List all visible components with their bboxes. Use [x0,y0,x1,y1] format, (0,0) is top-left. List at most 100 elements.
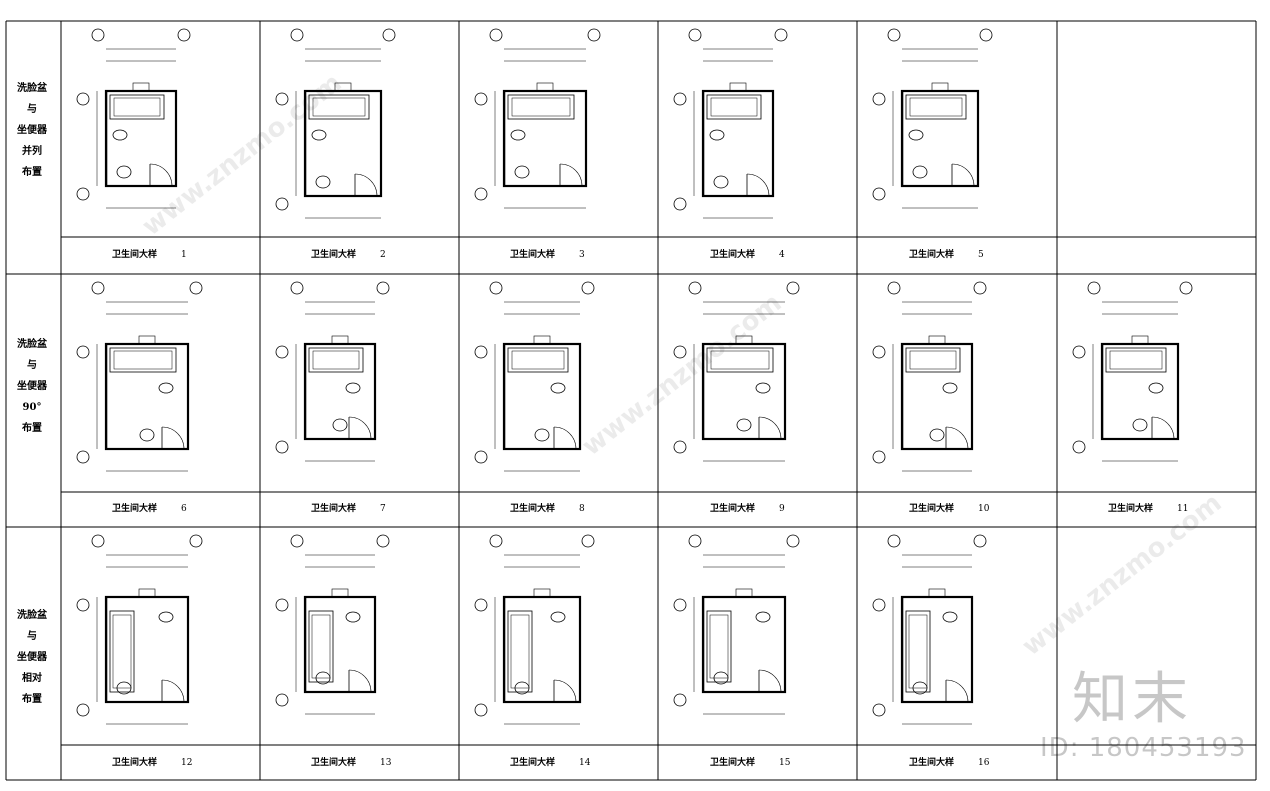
bathtub-inner [909,350,957,370]
wall [1100,342,1180,441]
door-swing [758,669,782,693]
axis-bubble [76,450,90,464]
bathtub-inner [112,614,132,689]
washbasin [332,418,348,432]
door-swing [758,416,782,440]
axis-bubble [474,345,488,359]
bathroom-plan [872,534,987,725]
axis-bubble [275,92,289,106]
wall [502,342,582,451]
axis-bubble [872,703,886,717]
washbasin [116,165,132,179]
axis-bubble [189,534,203,548]
axis-bubble [376,281,390,295]
axis-bubble [275,197,289,211]
axis-bubble [275,598,289,612]
watermark-id: ID: 180453193 [1040,733,1247,763]
door-swing [348,669,372,693]
axis-bubble [1179,281,1193,295]
vent [533,335,551,345]
axis-bubble [189,281,203,295]
door-swing [553,679,577,703]
bathtub-inner [710,97,758,117]
washbasin [1132,418,1148,432]
row-label-line: 并列 [22,146,42,157]
vent [331,335,349,345]
axis-bubble [275,693,289,707]
washbasin [713,671,729,685]
wall [303,342,377,441]
axis-bubble [290,281,304,295]
axis-bubble [275,345,289,359]
axis-bubble [474,187,488,201]
bathroom-plan [673,534,800,715]
bathtub-inner [510,614,530,689]
row-label-3: 洗脸盆 与 坐便器 相对 布置 [6,605,58,710]
bathtub-inner [511,97,571,117]
axis-bubble [76,598,90,612]
axis-bubble [474,598,488,612]
axis-bubble [887,28,901,42]
axis-bubble [376,534,390,548]
axis-bubble [489,28,503,42]
plans-layer [76,28,1193,725]
bathroom-plan [673,281,800,462]
bathtub-inner [1109,350,1163,370]
bathroom-plan [673,28,788,219]
axis-bubble [489,534,503,548]
axis-bubble [887,534,901,548]
axis-bubble [673,693,687,707]
bathtub [308,94,370,120]
bathtub-inner [113,350,173,370]
bathtub-inner [710,350,770,370]
vent [138,588,156,598]
washbasin [912,165,928,179]
bathroom-plan [872,28,993,209]
vent [331,588,349,598]
vent [138,335,156,345]
axis-bubble [688,534,702,548]
axis-bubble [177,28,191,42]
bathtub-inner [909,97,963,117]
bathtub [905,94,967,120]
bathtub [308,347,364,373]
washbasin [713,175,729,189]
bathtub [507,94,575,120]
toilet [755,611,771,623]
toilet [942,382,958,394]
washbasin [116,681,132,695]
bathtub [109,347,177,373]
axis-bubble [872,92,886,106]
toilet [158,611,174,623]
door-swing [348,416,372,440]
axis-bubble [581,534,595,548]
washbasin [912,681,928,695]
row-label-2: 洗脸盆 与 坐便器 90° 布置 [6,334,58,439]
toilet [908,129,924,141]
row-label-line: 相对 [22,673,42,684]
axis-bubble [887,281,901,295]
axis-bubble [76,92,90,106]
bathtub [507,347,569,373]
washbasin [514,165,530,179]
row-label-line: 洗脸盆 [17,339,47,350]
sheet-grid [5,20,1257,781]
row-label-line: 洗脸盆 [17,610,47,621]
toilet [311,129,327,141]
door-swing [951,163,975,187]
bathtub [109,610,135,693]
wall [104,89,178,188]
axis-bubble [587,28,601,42]
door-swing [1151,416,1175,440]
axis-bubble [474,703,488,717]
toilet [112,129,128,141]
